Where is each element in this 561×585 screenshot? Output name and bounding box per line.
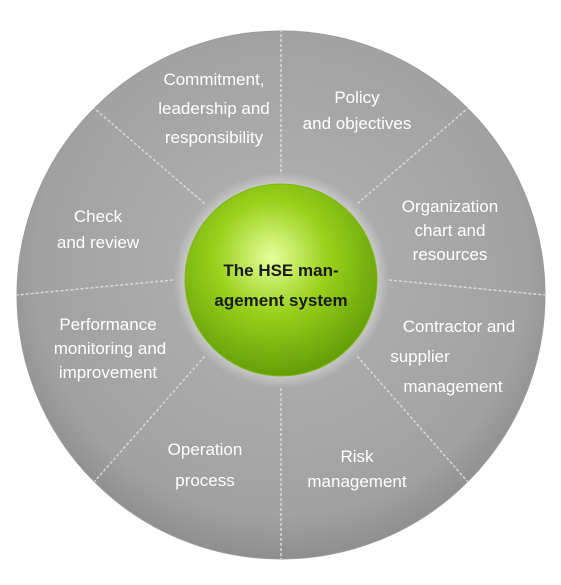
- segment-performance[interactable]: Performance monitoring and improvement: [54, 315, 166, 382]
- segment-operation[interactable]: Operation process: [168, 440, 243, 490]
- segment-operation-line-1: Operation: [168, 440, 243, 459]
- segment-performance-line-1: Performance: [59, 315, 156, 334]
- segment-organization-line-2: chart and: [415, 221, 486, 240]
- segment-contractor-line-3: management: [403, 377, 503, 396]
- segment-policy[interactable]: Policy and objectives: [303, 88, 412, 133]
- segment-contractor-line-1: Contractor and: [403, 317, 515, 336]
- segment-risk-line-2: management: [307, 472, 407, 491]
- divider-line: [388, 279, 546, 296]
- divider-line: [16, 279, 174, 296]
- segment-check-line-1: Check: [74, 207, 123, 226]
- segment-organization-line-3: resources: [413, 245, 488, 264]
- segment-commitment-line-3: responsibility: [165, 128, 264, 147]
- segment-policy-line-1: Policy: [334, 88, 380, 107]
- segment-dividers: [16, 31, 546, 559]
- segment-performance-line-2: monitoring and: [54, 339, 166, 358]
- segment-risk-line-1: Risk: [340, 447, 374, 466]
- divider-line: [93, 355, 206, 483]
- segment-organization-line-1: Organization: [402, 197, 498, 216]
- segment-performance-line-3: improvement: [59, 363, 158, 382]
- segment-contractor[interactable]: Contractor and supplier management: [390, 317, 515, 396]
- center-label-line-1: The HSE man-: [223, 261, 338, 280]
- center-label-line-2: agement system: [214, 291, 347, 310]
- segment-check[interactable]: Check and review: [57, 207, 140, 252]
- segment-organization[interactable]: Organization chart and resources: [402, 197, 498, 264]
- segment-commitment-line-2: leadership and: [158, 99, 270, 118]
- segment-commitment[interactable]: Commitment, leadership and responsibilit…: [158, 70, 270, 147]
- divider-line: [93, 107, 206, 205]
- segment-check-line-2: and review: [57, 233, 140, 252]
- divider-line: [356, 355, 469, 483]
- center-circle: [184, 183, 378, 377]
- segment-risk[interactable]: Risk management: [307, 447, 407, 491]
- segment-policy-line-2: and objectives: [303, 114, 412, 133]
- segment-commitment-line-1: Commitment,: [163, 70, 264, 89]
- segment-operation-line-2: process: [175, 471, 235, 490]
- center-label: The HSE man- agement system: [214, 261, 347, 310]
- divider-line: [356, 107, 469, 205]
- segment-contractor-line-2: supplier: [390, 347, 450, 366]
